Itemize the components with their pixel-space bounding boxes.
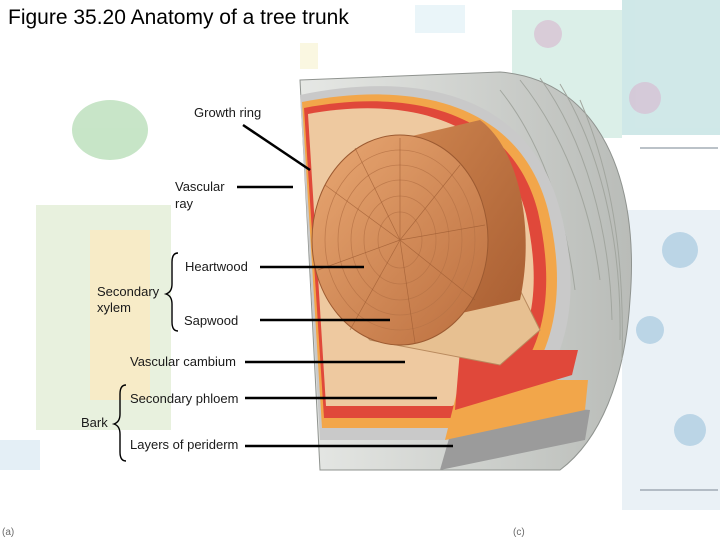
secondary-xylem-label-line2: xylem: [97, 300, 131, 315]
background-panels: [0, 0, 720, 510]
periderm-label: Layers of periderm: [130, 437, 239, 452]
bark-label: Bark: [81, 415, 108, 430]
right-cell-micrograph: [534, 20, 718, 491]
bark-bracket: [111, 384, 127, 462]
vascular-ray-label-line2: ray: [175, 196, 194, 211]
vascular-cambium-label: Vascular cambium: [130, 354, 236, 369]
figure-title: Figure 35.20 Anatomy of a tree trunk: [6, 6, 351, 30]
cambium-strip: [455, 350, 578, 410]
vascular-ray-label-line1: Vascular: [175, 179, 225, 194]
panel-a-tag: (a): [2, 527, 15, 538]
leader-growth-ring: [242, 123, 311, 172]
secondary-xylem-bracket: [163, 252, 179, 332]
sapwood-label: Sapwood: [184, 313, 239, 328]
panel-c-tag: (c): [513, 527, 525, 538]
vascular-ray-lines: [317, 138, 486, 344]
secondary-xylem-label-line1: Secondary: [97, 284, 160, 299]
growth-ring-label: Growth ring: [194, 105, 262, 120]
secondary-phloem-label: Secondary phloem: [130, 391, 239, 406]
leader-lines: [237, 123, 453, 448]
heartwood-label: Heartwood: [185, 259, 248, 274]
brackets: [111, 252, 179, 462]
